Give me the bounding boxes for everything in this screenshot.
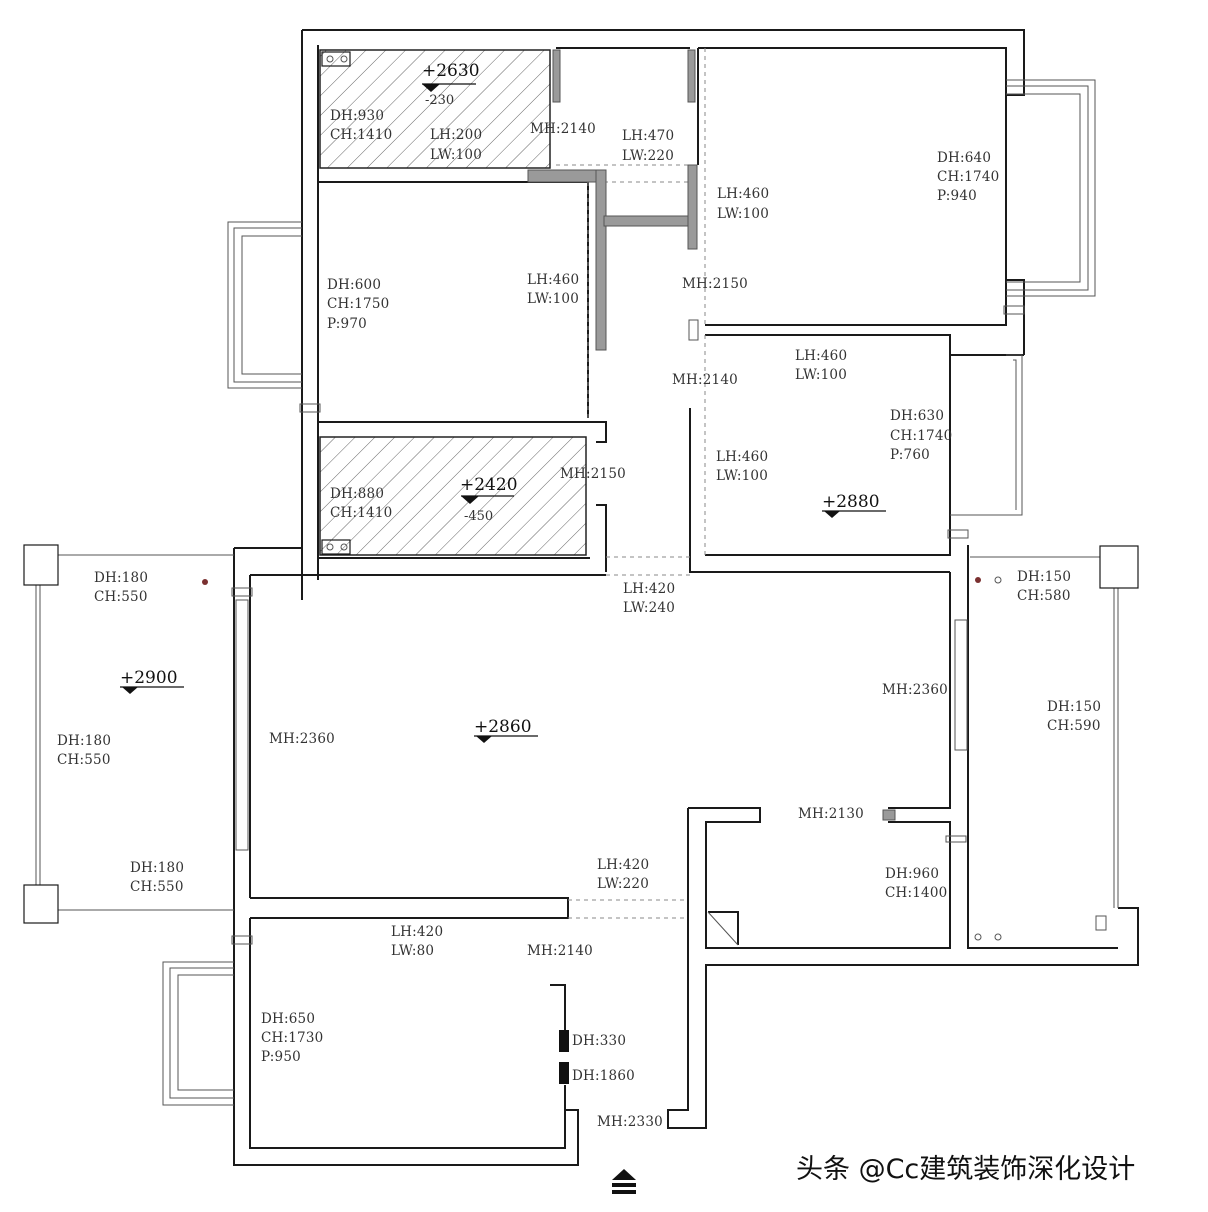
note-bed-ne-dh: DH:640 [937,150,991,166]
level-marker-living: +2860 [474,717,538,743]
note-lw220-a: LW:220 [622,148,674,164]
level-marker-bed-e: +2880 [822,492,886,518]
note-lw100-b: LW:100 [527,291,579,307]
level-triangle-icon [476,736,492,743]
note-mh-2150-b: MH:2150 [560,466,626,482]
annotations: DH:930 CH:1410 LH:200 LW:100 MH:2140 LH:… [57,108,1101,1130]
note-lh460-d: LH:460 [716,449,768,465]
note-lh470: LH:470 [622,128,674,144]
level-triangle-icon [824,511,840,518]
note-lh420-a: LH:420 [623,581,675,597]
note-bal-e-dh1: DH:150 [1017,569,1071,585]
level-text: +2880 [822,492,880,512]
bathroom-2-hatch [319,436,587,556]
level-marker-wet1: +2630 -230 [422,61,480,108]
level-triangle-icon [461,496,479,504]
walls [23,29,1139,1166]
doors-windows [202,51,1107,1084]
note-bed-w-ch: CH:1750 [327,296,389,312]
note-mh-2130: MH:2130 [798,806,864,822]
note-bed-e-ch: CH:1740 [890,428,952,444]
note-mh-2330: MH:2330 [597,1114,663,1130]
note-bal-w-ch3: CH:550 [130,879,184,895]
note-lw100-d: LW:100 [716,468,768,484]
level-text: +2630 [422,61,480,81]
note-mh-2140-a: MH:2140 [530,121,596,137]
note-bed-w-dh: DH:600 [327,277,381,293]
note-bal-w-dh2: DH:180 [57,733,111,749]
note-mh-2150-a: MH:2150 [682,276,748,292]
note-wet1-ch: CH:1410 [330,127,392,143]
note-lh460-c: LH:460 [795,348,847,364]
note-wet2-dh: DH:880 [330,486,384,502]
note-bed-w-p: P:970 [327,316,367,332]
entrance-arrow-icon [612,1169,636,1194]
note-bed-ne-ch: CH:1740 [937,169,999,185]
note-lw80: LW:80 [391,943,434,959]
note-lw100-a: LW:100 [717,206,769,222]
note-mh-2140-b: MH:2140 [672,372,738,388]
note-mh-2140-c: MH:2140 [527,943,593,959]
note-bal-w-ch1: CH:550 [94,589,148,605]
level-sub-text: -230 [425,93,454,108]
level-triangle-icon [122,687,138,694]
note-lh460-a: LH:460 [717,186,769,202]
note-lw100-c: LW:100 [795,367,847,383]
note-bed-e-dh: DH:630 [890,408,944,424]
note-mh-2360-a: MH:2360 [269,731,335,747]
note-bed-sw-dh: DH:650 [261,1011,315,1027]
note-wet1-lh: LH:200 [430,127,482,143]
note-dh1860: DH:1860 [572,1068,635,1084]
note-bed-sw-p: P:950 [261,1049,301,1065]
level-marker-wet2: +2420 -450 [460,475,518,524]
note-bal-e-ch1: CH:580 [1017,588,1071,604]
note-bal-e-dh2: DH:150 [1047,699,1101,715]
level-text: +2860 [474,717,532,737]
note-bal-w-ch2: CH:550 [57,752,111,768]
note-wet1-dh: DH:930 [330,108,384,124]
level-text: +2900 [120,668,178,688]
note-bed-e-p: P:760 [890,447,930,463]
note-lh420-c: LH:420 [391,924,443,940]
note-bal-w-dh1: DH:180 [94,570,148,586]
note-wet1-lw: LW:100 [430,147,482,163]
note-lh420-b: LH:420 [597,857,649,873]
level-markers: +2630 -230 +2420 -450 +2880 +2900 +2860 [120,61,886,743]
note-dh330: DH:330 [572,1033,626,1049]
level-sub-text: -450 [464,509,493,524]
note-kit-dh: DH:960 [885,866,939,882]
note-lh460-b: LH:460 [527,272,579,288]
level-text: +2420 [460,475,518,495]
note-lw220-b: LW:220 [597,876,649,892]
note-bal-e-ch2: CH:590 [1047,718,1101,734]
level-marker-bal-w: +2900 [120,668,184,694]
level-triangle-icon [422,84,440,92]
note-bed-ne-p: P:940 [937,188,977,204]
note-bed-sw-ch: CH:1730 [261,1030,323,1046]
structural-columns [527,49,896,821]
note-kit-ch: CH:1400 [885,885,947,901]
watermark: 头条 @Cc建筑装饰深化设计 [796,1154,1135,1185]
bathroom-1-hatch [319,49,551,169]
note-bal-w-dh3: DH:180 [130,860,184,876]
note-lw240: LW:240 [623,600,675,616]
note-wet2-ch: CH:1410 [330,505,392,521]
note-mh-2360-b: MH:2360 [882,682,948,698]
